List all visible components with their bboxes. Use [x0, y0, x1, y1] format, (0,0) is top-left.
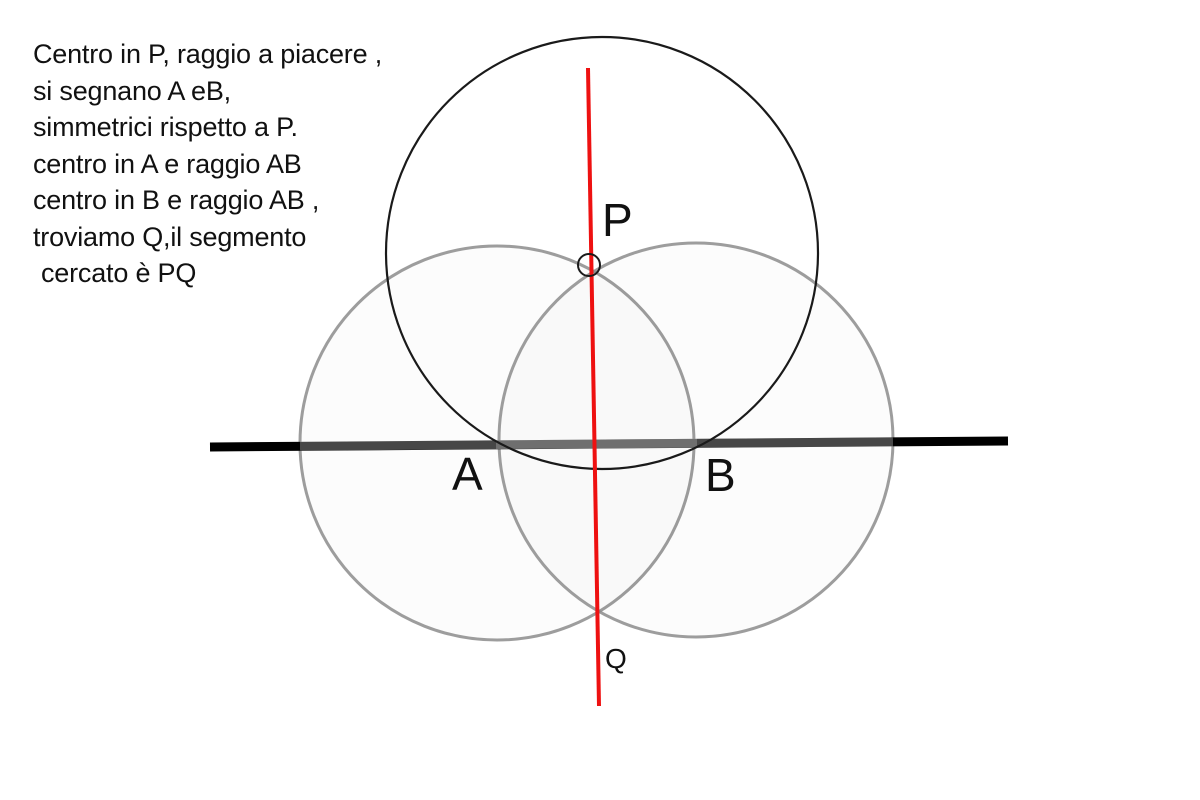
circle-center-p	[384, 35, 820, 471]
base-line	[209, 436, 1009, 452]
instruction-line: simmetrici rispetto a P.	[33, 112, 298, 142]
instruction-line: cercato è PQ	[41, 258, 197, 288]
perpendicular-line-pq	[586, 67, 601, 707]
instruction-line: troviamo Q,il segmento	[33, 221, 307, 252]
base-line-overlap-tint	[299, 437, 894, 451]
instruction-line: Centro in P, raggio a piacere ,	[33, 39, 383, 69]
instruction-line: centro in B e raggio AB ,	[33, 185, 320, 215]
label-p: P	[602, 194, 633, 246]
construction-instructions: Centro in P, raggio a piacere , si segna…	[33, 36, 382, 292]
instruction-line: si segnano A eB,	[33, 75, 231, 106]
label-q: Q	[605, 643, 627, 674]
label-a: A	[452, 448, 483, 500]
point-p-marker	[577, 253, 601, 277]
instruction-line: centro in A e raggio AB	[33, 148, 302, 179]
label-b: B	[705, 449, 736, 501]
base-line-lens-tint	[495, 438, 698, 449]
